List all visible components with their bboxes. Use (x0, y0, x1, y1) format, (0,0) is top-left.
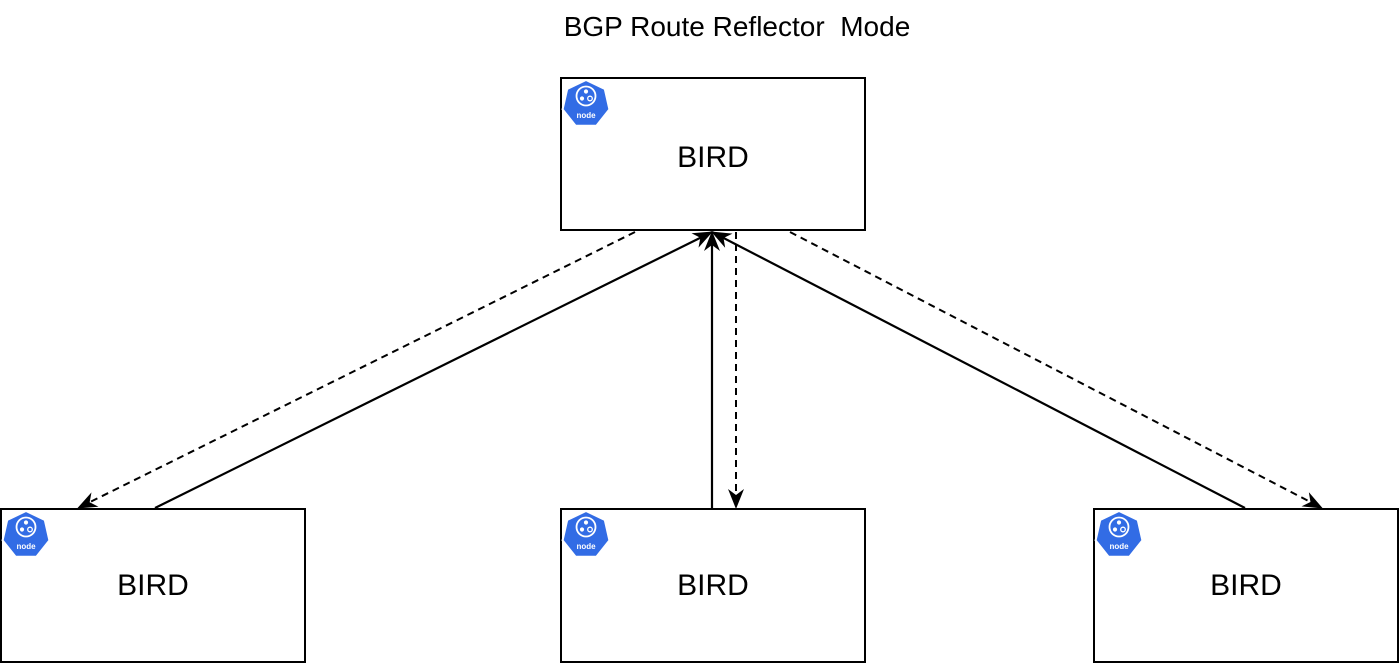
svg-text:node: node (1109, 542, 1129, 551)
kubernetes-node-icon: node (561, 509, 611, 558)
edge-left-to-reflector-solid (154, 231, 713, 509)
node-reflector: node BIRD (560, 77, 866, 231)
kubernetes-node-icon: node (1094, 509, 1144, 558)
node-client-middle: node BIRD (560, 508, 866, 663)
diagram-title: BGP Route Reflector Mode (563, 11, 911, 42)
node-label: BIRD (677, 569, 749, 602)
node-client-left: node BIRD (0, 508, 306, 663)
kubernetes-node-icon: node (1, 509, 51, 558)
edge-right-to-reflector-solid (711, 231, 1246, 509)
node-label: BIRD (117, 569, 189, 602)
node-label: BIRD (1210, 569, 1282, 602)
svg-text:node: node (16, 542, 36, 551)
node-label: BIRD (677, 141, 749, 174)
edge-reflector-to-right-dashed (789, 231, 1323, 509)
kubernetes-node-icon: node (561, 78, 611, 127)
node-client-right: node BIRD (1093, 508, 1399, 663)
svg-text:node: node (576, 542, 596, 551)
edge-reflector-to-left-dashed (77, 231, 636, 509)
svg-text:node: node (576, 111, 596, 120)
